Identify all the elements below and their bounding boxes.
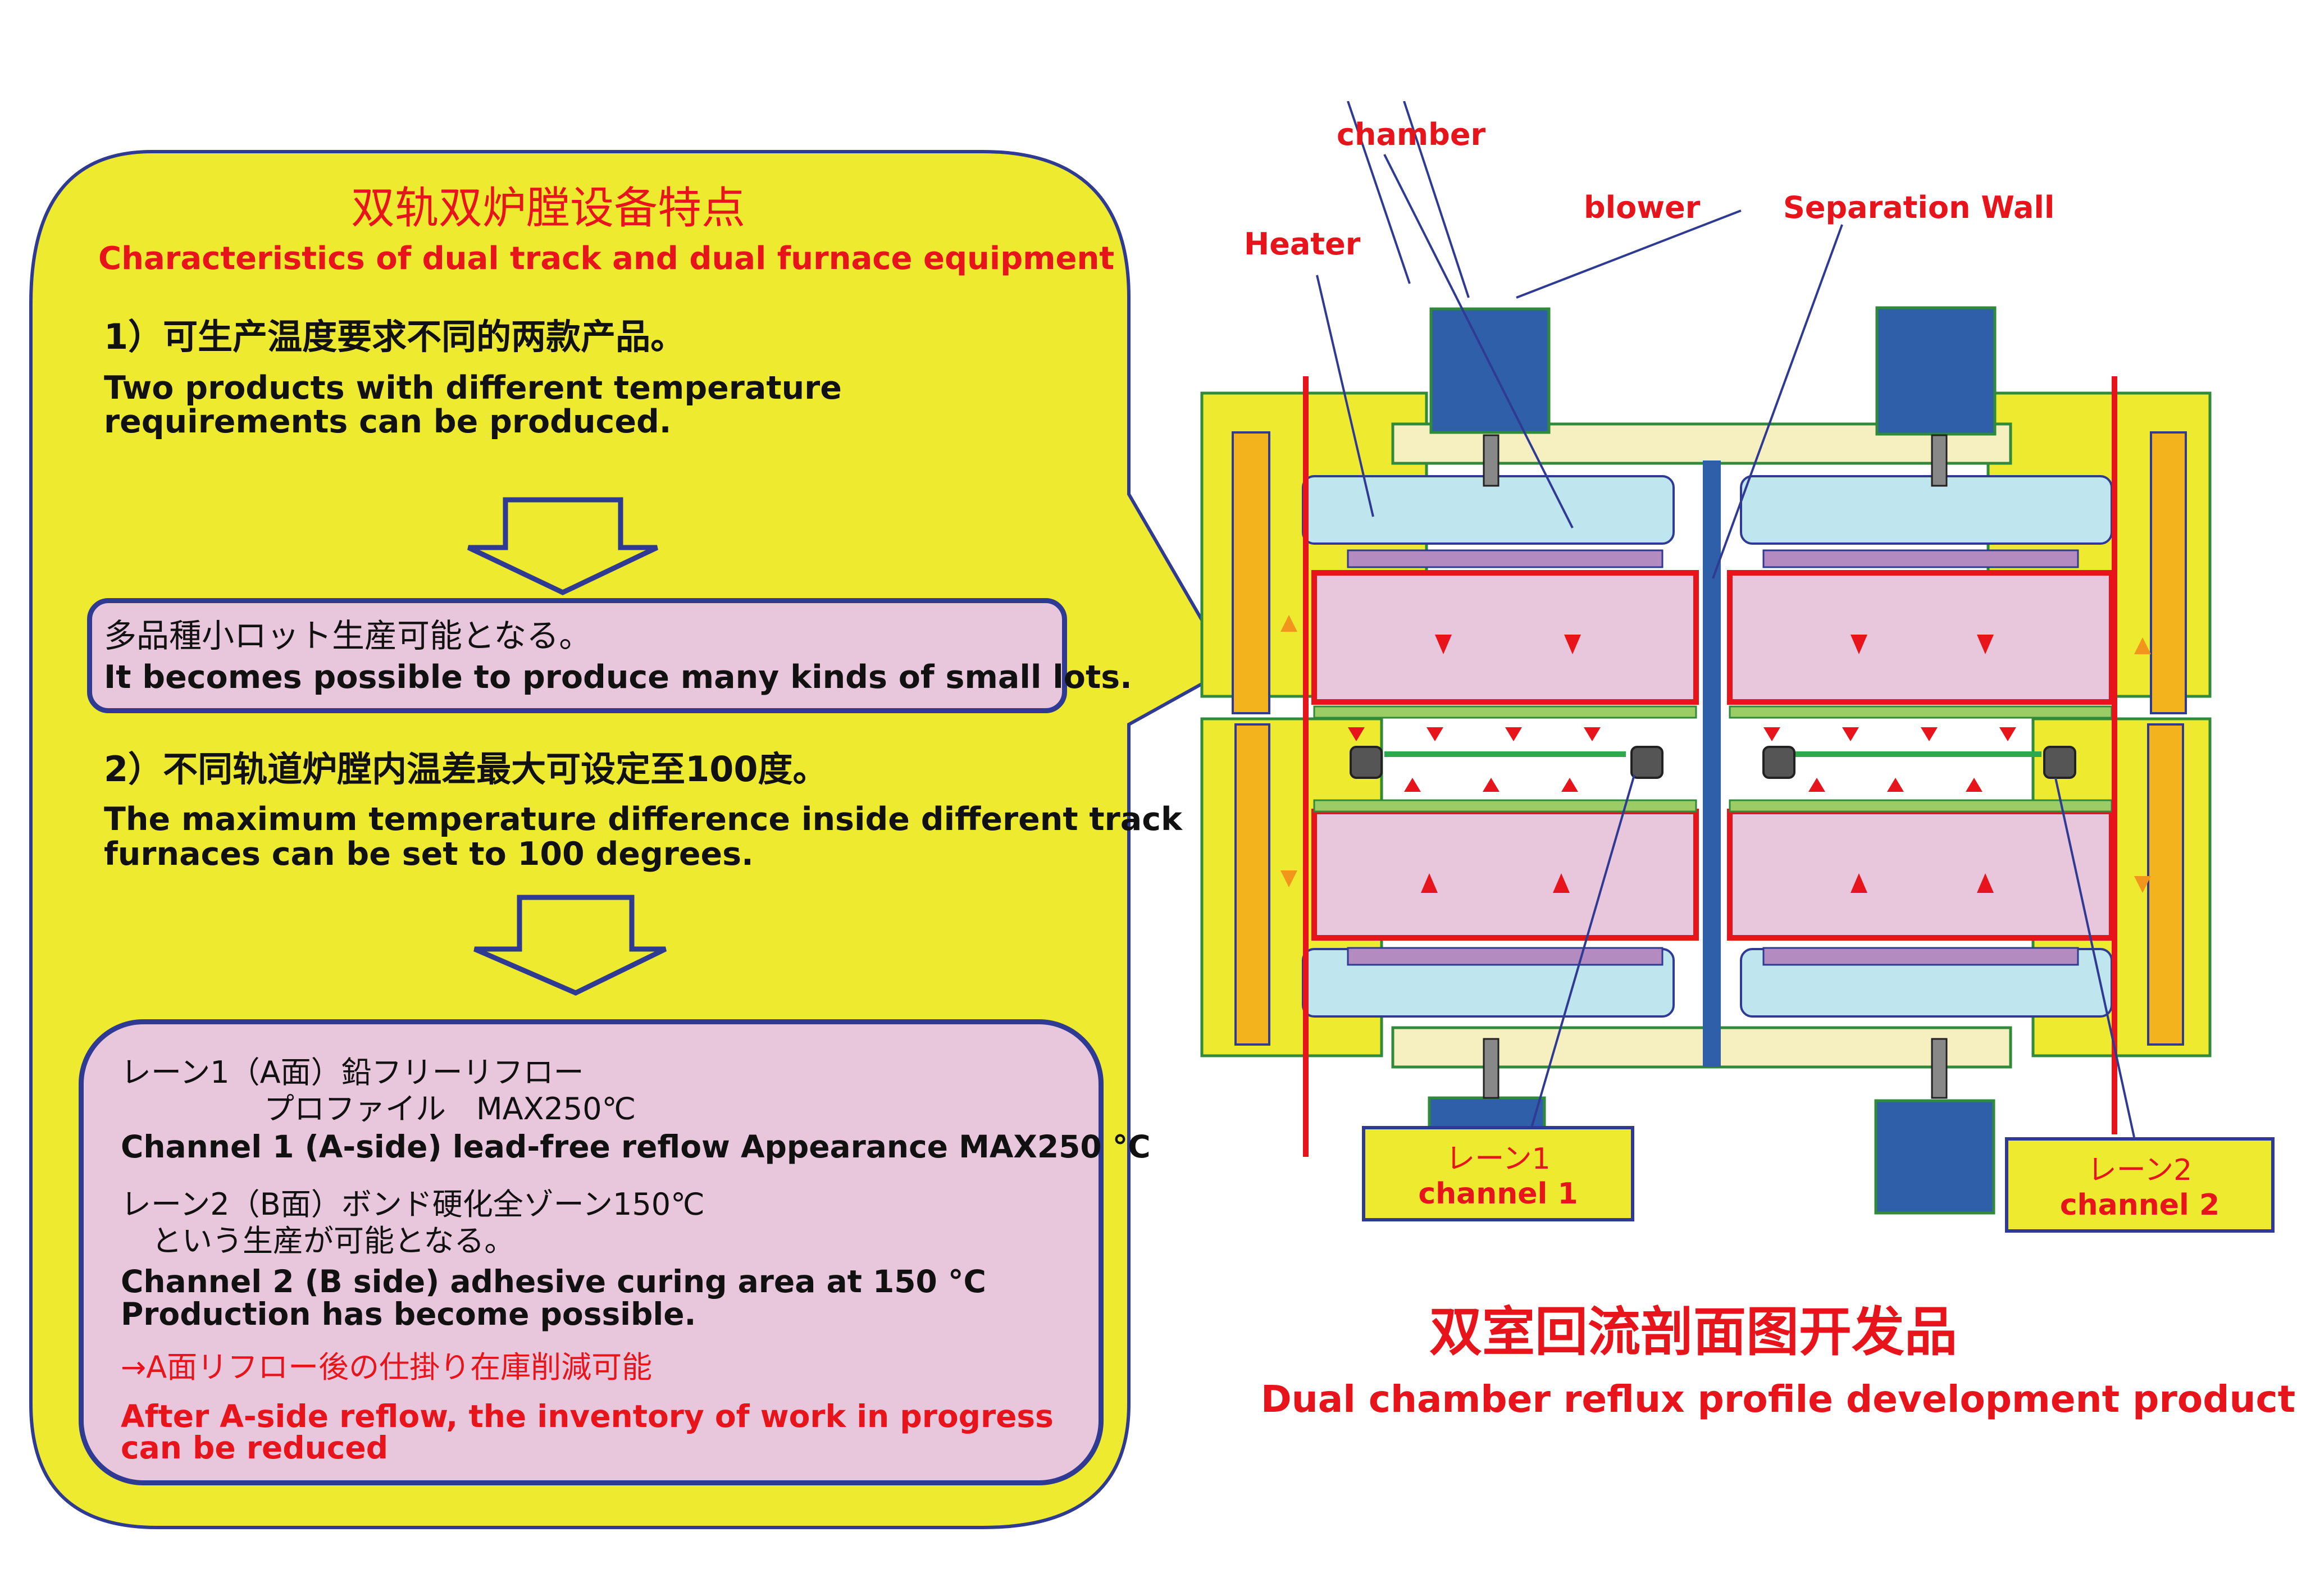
reflow-chambers — [1311, 570, 2114, 941]
dual-chamber-cross-section — [1200, 101, 2212, 1215]
lane1-jp-line2: プロファイル MAX250℃ — [264, 1091, 636, 1127]
airflow-arrows — [1348, 635, 2016, 893]
lane1-en: Channel 1 (A-side) lead-free reflow Appe… — [121, 1129, 1151, 1165]
label-blower: blower — [1584, 190, 1701, 225]
lots-box-jp: 多品種小ロット生産可能となる。 — [104, 617, 592, 655]
wip-en-line1: After A-side reflow, the inventory of wo… — [121, 1398, 1054, 1434]
point1-en-line1: Two products with different temperature — [104, 370, 842, 407]
label-separation-wall: Separation Wall — [1783, 190, 2055, 225]
lane1-jp-line1: レーン1（A面）鉛フリーリフロー — [121, 1055, 584, 1090]
lane2-jp-line1: レーン2（B面）ボンド硬化全ゾーン150℃ — [121, 1187, 705, 1222]
caption-cn: 双室回流剖面图开发品 — [1429, 1302, 1958, 1363]
lane1-label-en: channel 1 — [1418, 1177, 1578, 1211]
wip-jp: →A面リフロー後の仕掛り在庫削減可能 — [121, 1349, 653, 1385]
label-chamber: chamber — [1337, 117, 1486, 152]
point2-en-line2: furnaces can be set to 100 degrees. — [104, 836, 754, 873]
leader-lines — [1316, 101, 2135, 1138]
separation-wall — [1703, 460, 1721, 1067]
heater-rods — [1303, 376, 2117, 1157]
lane2-en-line1: Channel 2 (B side) adhesive curing area … — [121, 1264, 986, 1299]
heater-chambers — [1302, 475, 2113, 1018]
caption-en: Dual chamber reflux profile development … — [1261, 1378, 2296, 1421]
down-arrow-icon — [473, 895, 667, 996]
point2-cn: 2）不同轨道炉膛内温差最大可设定至100度。 — [104, 749, 828, 790]
lanes-box — [79, 1019, 1104, 1485]
lane2-jp-line2: という生産が可能となる。 — [152, 1223, 515, 1258]
point1-cn: 1）可生产温度要求不同的两款产品。 — [104, 316, 686, 357]
lane2-label: レーン2 channel 2 — [2005, 1137, 2275, 1233]
left-title-en: Characteristics of dual track and dual f… — [98, 240, 1115, 277]
blower-motors — [1428, 306, 1997, 1215]
wip-en-line2: can be reduced — [121, 1430, 389, 1466]
lane2-en-line2: Production has become possible. — [121, 1296, 696, 1332]
point2-en-line1: The maximum temperature difference insid… — [104, 801, 1182, 838]
conveyor-rails — [1350, 746, 2076, 779]
lots-box — [87, 598, 1067, 713]
lots-box-en: It becomes possible to produce many kind… — [104, 659, 1132, 696]
lane1-label: レーン1 channel 1 — [1362, 1126, 1634, 1221]
side-columns — [1232, 431, 2187, 1046]
label-heater: Heater — [1244, 226, 1361, 262]
lane2-label-en: channel 2 — [2059, 1188, 2220, 1222]
lane1-label-jp: レーン1 — [1446, 1142, 1551, 1176]
point1-en-line2: requirements can be produced. — [104, 403, 672, 440]
lane2-label-jp: レーン2 — [2087, 1153, 2193, 1187]
down-arrow-icon — [467, 497, 658, 595]
left-title-cn: 双轨双炉膛设备特点 — [351, 183, 746, 234]
